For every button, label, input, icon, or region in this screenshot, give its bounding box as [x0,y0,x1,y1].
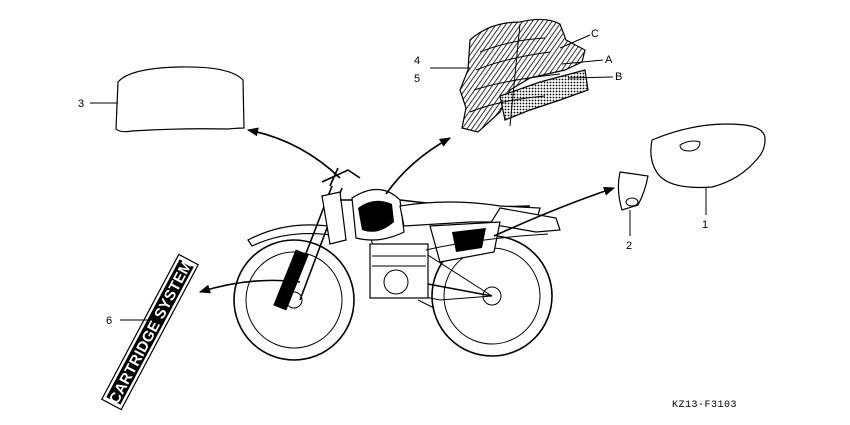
callout-4: 4 [414,55,420,67]
motorcycle-illustration [233,167,561,361]
sticker-part-3 [115,66,245,133]
leader-B [567,76,614,79]
callout-2: 2 [626,240,632,252]
callout-6: 6 [106,315,112,327]
leader-C [559,34,591,49]
arrow-part-4-5 [385,137,451,195]
sticker-part-1-slot [679,140,701,152]
leader-A [561,59,604,65]
arrow-part-3 [246,127,341,179]
arrow-part-6 [198,279,301,294]
sticker-part-2-hole [625,197,639,207]
shroud-graphic-parts-4-5 [459,18,589,133]
callout-A: A [605,54,613,66]
figure-code: KZ13-F3103 [672,400,737,411]
sticker-part-1 [650,123,766,189]
decal-text: CARTRIDGE SYSTEM [106,258,196,407]
sticker-part-2 [617,171,649,211]
callout-C: C [591,28,599,40]
arrow-part-1-2 [493,186,616,237]
callout-3: 3 [78,98,84,110]
callout-1: 1 [702,219,708,231]
decal-part-6: CARTRIDGE SYSTEM [100,253,200,411]
callout-B: B [615,71,622,83]
callout-5: 5 [414,73,420,85]
